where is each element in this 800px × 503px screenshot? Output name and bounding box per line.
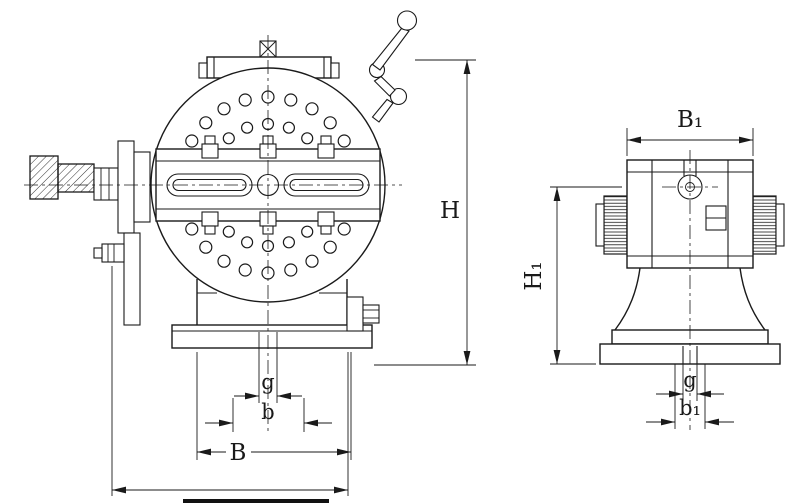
handwheel-right-cap (775, 203, 785, 247)
front-view (24, 10, 418, 432)
spindle-nut (93, 167, 119, 201)
dimension-B: B (196, 352, 352, 466)
bracket-plate-outer (117, 140, 135, 234)
spindle-knob (29, 155, 59, 200)
crank-ball-grip (396, 10, 418, 31)
dim-label-H: H (440, 198, 460, 224)
clamp-bolt-cap (93, 247, 103, 259)
bottom-edge-artifact (183, 499, 329, 503)
dimension-g-front: g (234, 332, 302, 403)
dim-label-H1: H₁ (521, 261, 547, 290)
crank-arm (371, 27, 410, 71)
support-strut (123, 232, 141, 326)
dimension-b: b (205, 398, 332, 432)
spindle-shaft (57, 163, 95, 193)
dim-label-b: b (261, 400, 274, 424)
dimension-H1: H₁ (521, 186, 622, 365)
index-holes-outer (185, 90, 351, 280)
centerlines-front (24, 35, 402, 432)
dimension-b1: b₁ (646, 364, 734, 429)
top-plate-tab-right (330, 62, 340, 79)
dim-label-g-front: g (261, 370, 274, 394)
dimension-overall-width (111, 266, 349, 496)
side-clamp-bracket (346, 296, 364, 332)
base-plate (171, 324, 373, 349)
side-clamp-bolt (362, 304, 380, 324)
crank-handle (368, 10, 418, 123)
dimension-g-side: g (656, 364, 724, 401)
dim-label-B1: B₁ (677, 107, 703, 133)
handwheel-left-cap (595, 203, 605, 247)
dim-label-B: B (230, 440, 247, 466)
bracket-plate-inner (133, 151, 151, 223)
handwheel-right (752, 195, 777, 255)
side-view (595, 150, 785, 430)
dimensions: H B b g (111, 59, 754, 496)
top-plate-tab-left (198, 62, 208, 79)
centerlines-side (662, 150, 718, 430)
clamp-bolt (101, 243, 125, 263)
dimension-B1: B₁ (626, 107, 754, 156)
index-holes-inner (222, 117, 314, 253)
dim-label-b1: b₁ (679, 396, 701, 420)
crank-knob-small (389, 87, 408, 106)
dimension-H: H (374, 59, 476, 366)
dim-label-g-side: g (683, 368, 696, 392)
spindle-assembly (29, 140, 151, 326)
handwheel-left (603, 195, 628, 255)
